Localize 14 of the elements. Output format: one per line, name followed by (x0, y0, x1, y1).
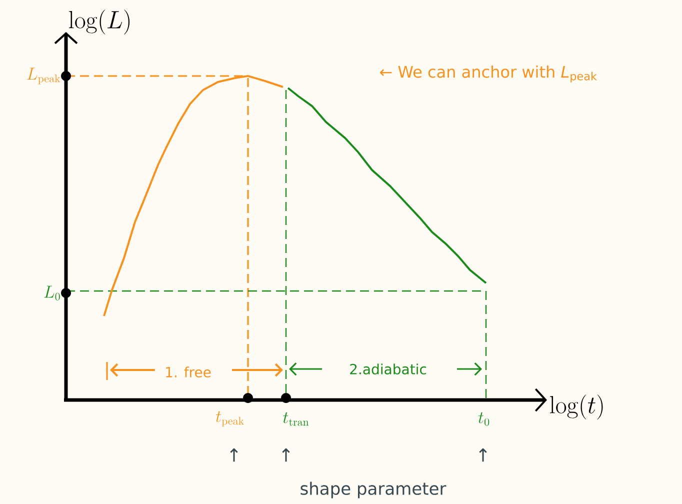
time-label: $t_0$ (478, 412, 490, 426)
axis-label: $\log(t)$ (550, 394, 603, 420)
time-label: $t_{\mathrm{peak}}$ (216, 411, 244, 427)
caption-text: shape parameter (300, 482, 446, 498)
axis-label: $\log(L)$ (69, 10, 130, 34)
annotation-text: ← We can anchor with L$_{peak}$ (380, 65, 597, 83)
axis-value-label: $L_0$ (44, 286, 60, 300)
arrow-symbol: ↑ (230, 448, 238, 462)
arrow-symbol: ↑ (282, 448, 290, 462)
phase-label: 1. free (166, 366, 211, 378)
arrow-symbol: ↑ (479, 448, 487, 462)
time-label: $t_{\mathrm{tran}}$ (283, 412, 309, 426)
axis-value-label: $L_{\mathrm{peak}}$ (27, 68, 60, 84)
phase-label: 2.adiabatic (350, 364, 426, 374)
